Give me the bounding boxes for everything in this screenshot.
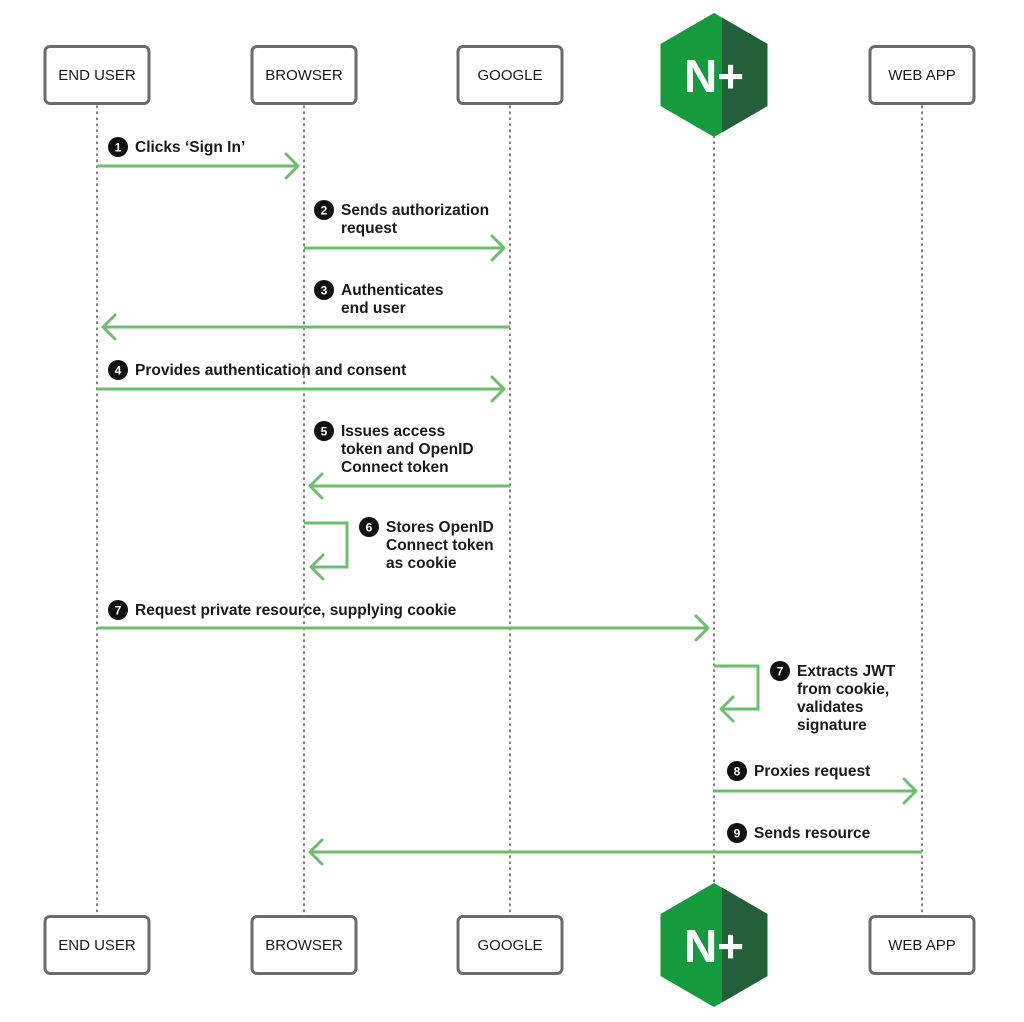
- actor-end-user-top: END USER: [43, 45, 151, 105]
- step-number: 9: [734, 827, 741, 841]
- message-label: Sends resource: [754, 825, 871, 842]
- actor-label: WEB APP: [888, 67, 956, 84]
- message-1: 1 Clicks ‘Sign In’: [97, 137, 300, 180]
- actor-label: GOOGLE: [477, 67, 542, 84]
- message-10: 9 Sends resource: [308, 823, 922, 866]
- step-badge: [359, 517, 379, 537]
- step-number: 6: [366, 521, 373, 535]
- message-label: end user: [341, 300, 406, 317]
- nginx-plus-logo-text: N+: [684, 50, 744, 102]
- step-number: 8: [734, 765, 741, 779]
- step-number: 2: [321, 204, 328, 218]
- actor-label: BROWSER: [265, 67, 343, 84]
- step-badge: [108, 600, 128, 620]
- message-label: Issues access: [341, 423, 445, 440]
- self-arrow-line: [304, 521, 349, 569]
- message-label: Connect token: [341, 459, 449, 476]
- message-label: Stores OpenID: [386, 519, 494, 536]
- actor-label: GOOGLE: [477, 937, 542, 954]
- actor-label: END USER: [58, 937, 136, 954]
- message-label: Connect token: [386, 537, 494, 554]
- message-label: as cookie: [386, 555, 457, 572]
- step-badge: [727, 761, 747, 781]
- actor-browser-top: BROWSER: [250, 45, 358, 105]
- nginx-plus-logo-text: N+: [684, 920, 744, 972]
- message-label: token and OpenID: [341, 441, 474, 458]
- message-label: from cookie,: [797, 681, 889, 698]
- nginx-plus-logo-icon: N+: [660, 13, 768, 137]
- message-label: Clicks ‘Sign In’: [135, 139, 245, 156]
- step-badge: [770, 661, 790, 681]
- actor-label: BROWSER: [265, 937, 343, 954]
- actor-end-user-bottom: END USER: [43, 915, 151, 975]
- nginx-plus-logo-icon: N+: [660, 883, 768, 1007]
- step-badge: [314, 280, 334, 300]
- message-4: 4 Provides authentication and consent: [97, 360, 506, 403]
- message-label: signature: [797, 717, 867, 734]
- self-arrow-line: [714, 664, 760, 711]
- step-badge: [108, 360, 128, 380]
- actor-google-top: GOOGLE: [456, 45, 564, 105]
- actor-browser-bottom: BROWSER: [250, 915, 358, 975]
- actor-web-app-bottom: WEB APP: [868, 915, 976, 975]
- actor-label: END USER: [58, 67, 136, 84]
- message-7: 7 Request private resource, supplying coo…: [97, 600, 710, 642]
- message-label: Provides authentication and consent: [135, 362, 406, 379]
- message-label: request: [341, 220, 397, 237]
- message-label: validates: [797, 699, 863, 716]
- actor-web-app-top: WEB APP: [868, 45, 976, 105]
- step-number: 7: [777, 665, 784, 679]
- actor-google-bottom: GOOGLE: [456, 915, 564, 975]
- step-number: 4: [115, 364, 122, 378]
- step-badge: [108, 137, 128, 157]
- actor-label: WEB APP: [888, 937, 956, 954]
- step-number: 5: [321, 425, 328, 439]
- step-badge: [727, 823, 747, 843]
- step-number: 7: [115, 604, 122, 618]
- message-9: 8 Proxies request: [714, 761, 918, 805]
- message-label: Sends authorization: [341, 202, 489, 219]
- message-label: Authenticates: [341, 282, 444, 299]
- step-badge: [314, 421, 334, 441]
- step-number: 3: [321, 284, 328, 298]
- message-label: Proxies request: [754, 763, 870, 780]
- message-label: Extracts JWT: [797, 663, 896, 680]
- step-number: 1: [115, 141, 122, 155]
- message-label: Request private resource, supplying cook…: [135, 602, 457, 619]
- step-badge: [314, 200, 334, 220]
